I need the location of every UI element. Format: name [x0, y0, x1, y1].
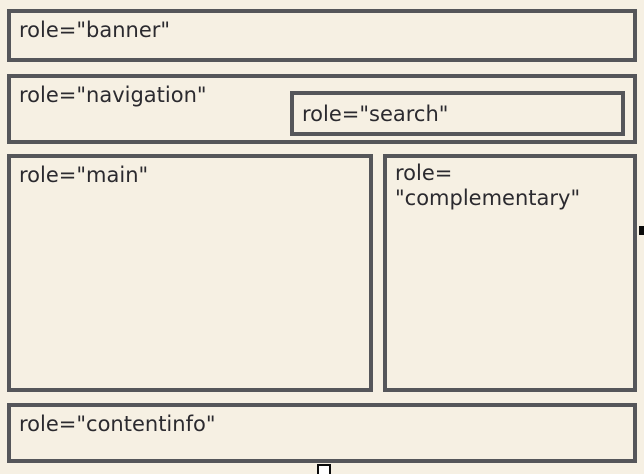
navigation-label: role="navigation"	[19, 83, 207, 107]
search-label: role="search"	[302, 102, 449, 126]
banner-landmark-box: role="banner"	[7, 9, 637, 62]
main-landmark-box: role="main"	[7, 154, 373, 392]
complementary-label-line1: role=	[395, 161, 453, 185]
resize-handle-icon[interactable]	[317, 464, 331, 474]
complementary-label-line2: "complementary"	[395, 186, 581, 210]
complementary-landmark-box: role= "complementary"	[383, 154, 637, 392]
contentinfo-label: role="contentinfo"	[19, 412, 216, 436]
resize-handle-icon[interactable]	[639, 226, 644, 235]
search-landmark-box: role="search"	[290, 91, 625, 136]
main-label: role="main"	[19, 163, 149, 187]
banner-label: role="banner"	[19, 18, 171, 42]
contentinfo-landmark-box: role="contentinfo"	[7, 403, 637, 463]
